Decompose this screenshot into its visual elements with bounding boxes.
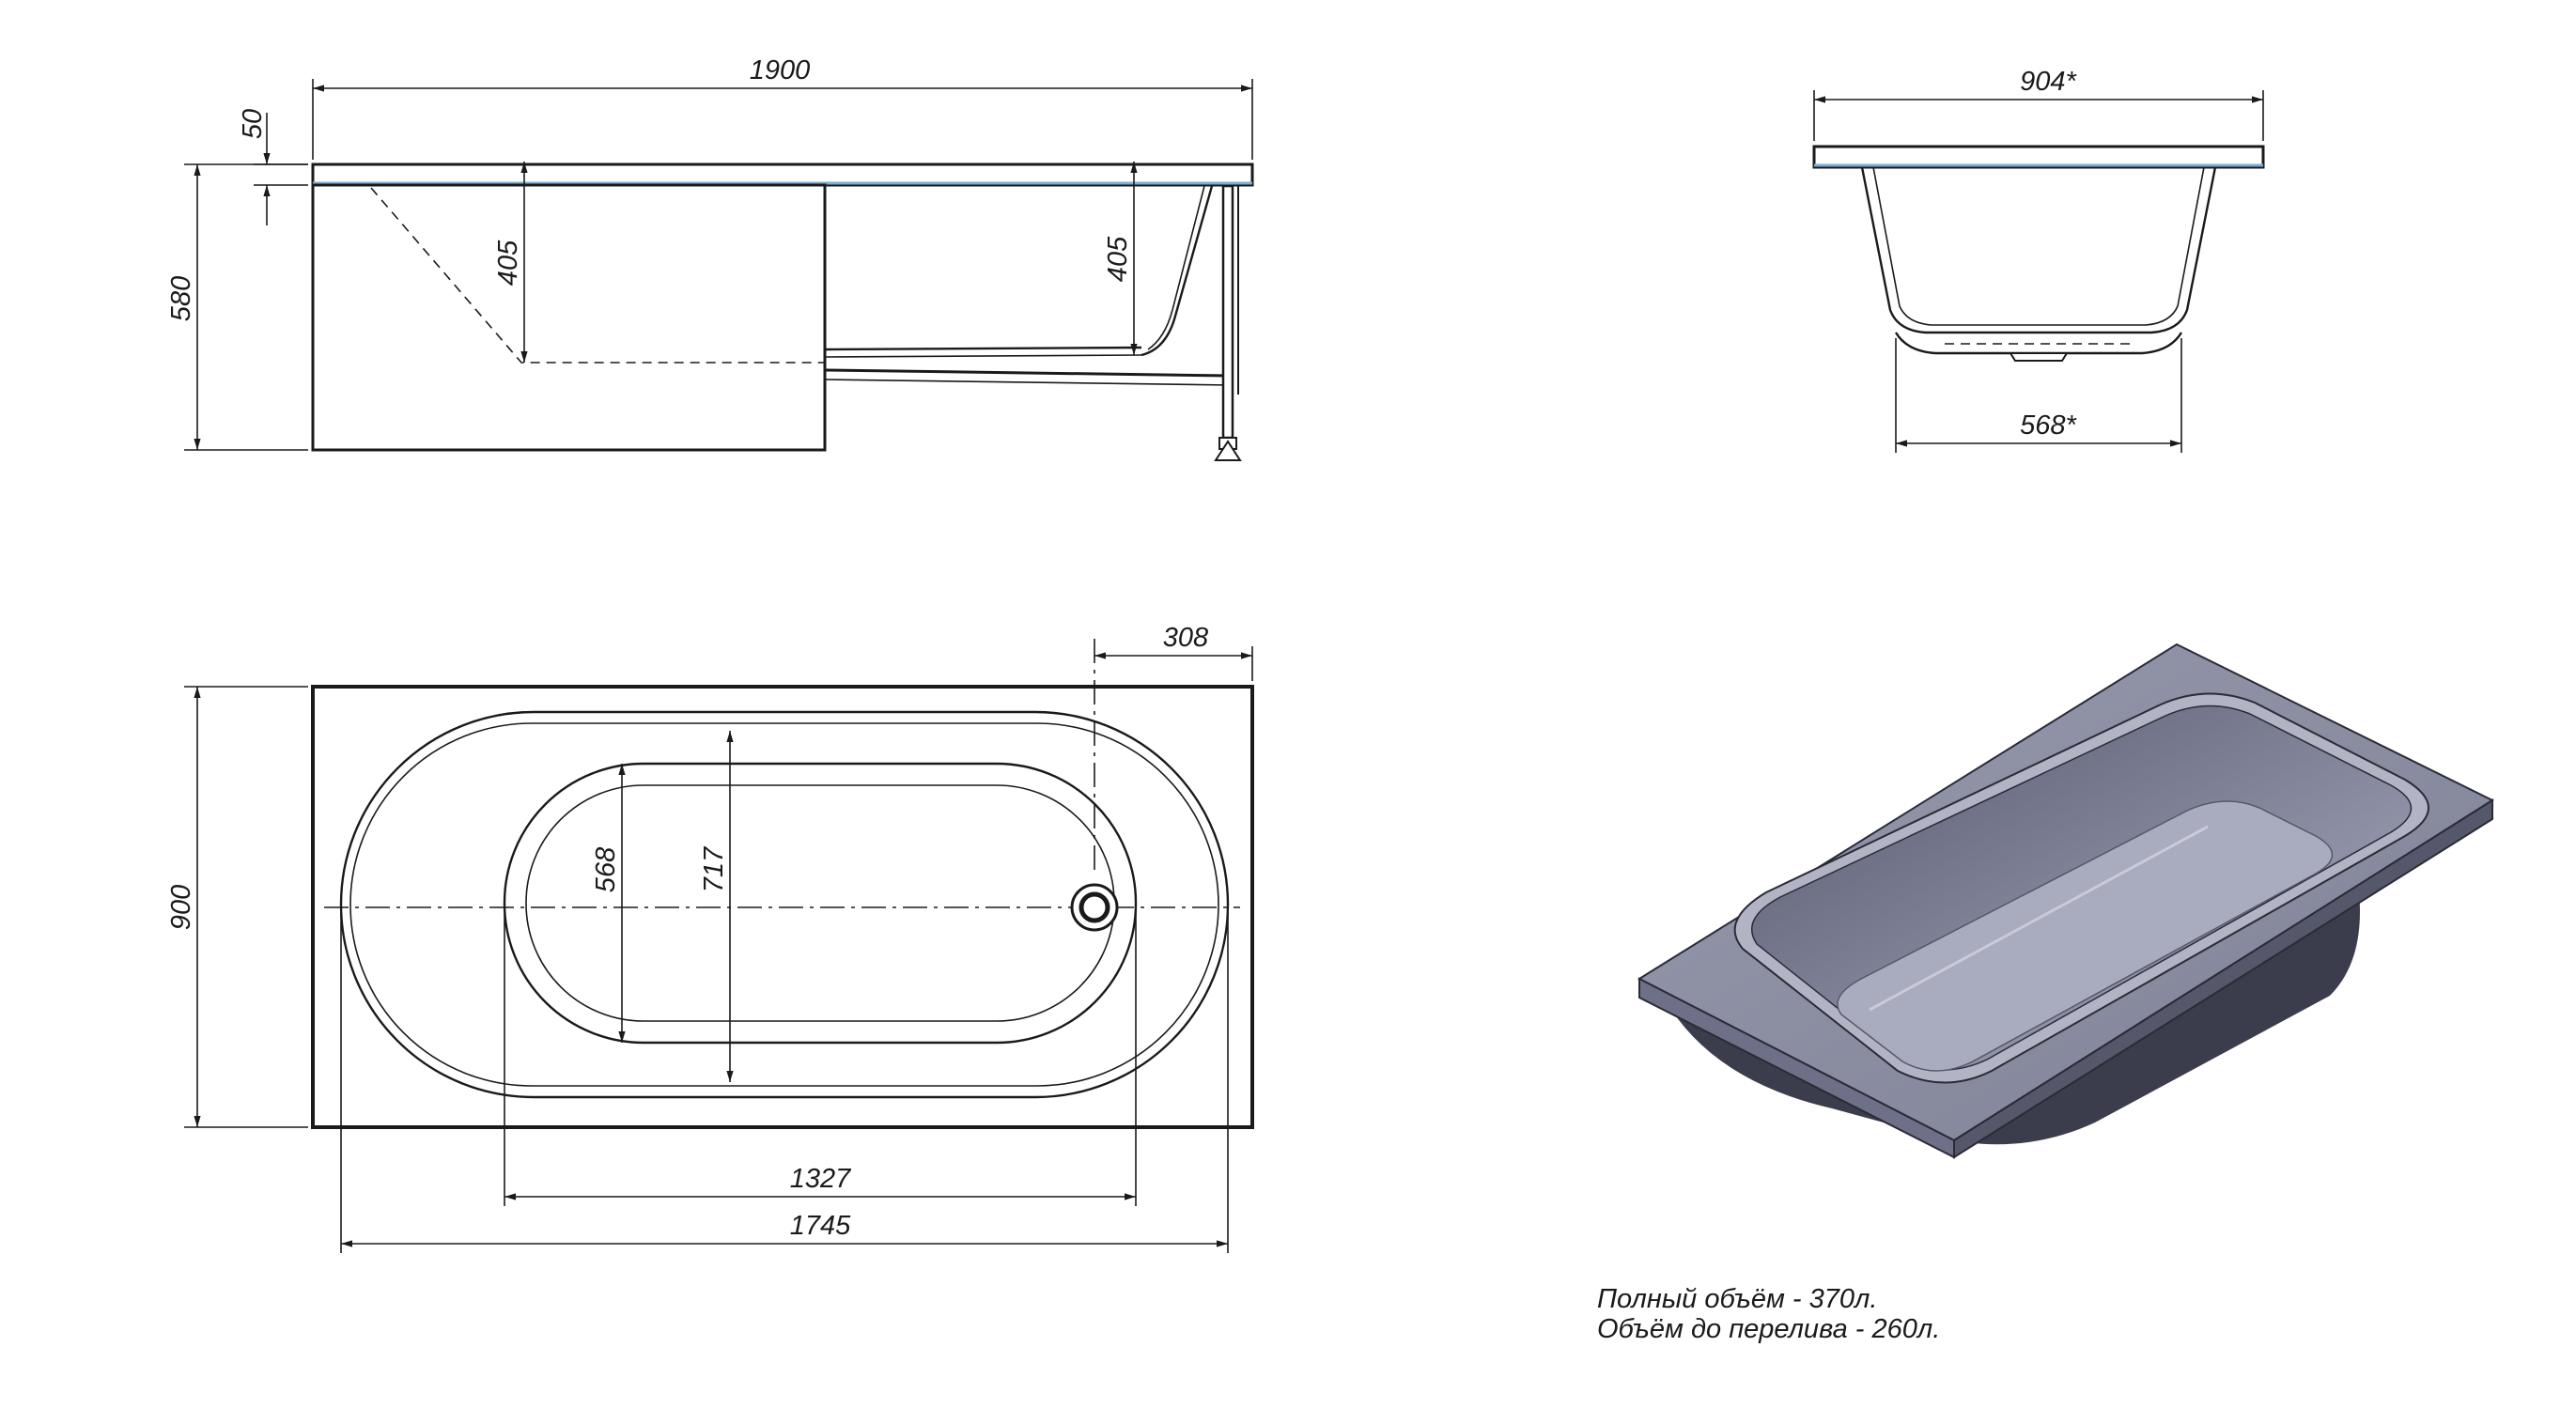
volume-notes: Полный объём - 370л. Объём до перелива -…	[1597, 1284, 1940, 1344]
plan-view: 308 900 568 717 1327 1745	[166, 623, 1254, 1253]
plan-outer-length-label: 1745	[790, 1211, 851, 1241]
side-bowl-bottom-inner	[824, 354, 1142, 358]
plan-inner-bottom-width-label: 568	[591, 847, 621, 892]
side-depth-left-label: 405	[493, 240, 523, 286]
full-volume-note: Полный объём - 370л.	[1597, 1284, 1877, 1314]
plan-width-label: 900	[166, 885, 196, 930]
isometric-view	[1637, 643, 2495, 1159]
plan-bowl-outer	[339, 710, 1230, 1099]
side-hidden-bowl-outline	[370, 187, 825, 364]
side-length-label: 1900	[750, 55, 811, 85]
overflow-volume-note: Объём до перелива - 260л.	[1597, 1314, 1940, 1344]
plan-inner-length-label: 1327	[790, 1164, 852, 1194]
side-rim-label: 50	[238, 109, 268, 139]
plan-drain-inner	[1079, 891, 1110, 923]
plan-bowl-outer-inner	[349, 722, 1219, 1087]
end-bowl-inner	[1872, 166, 2205, 326]
end-rim	[1812, 145, 2265, 169]
plan-bowl-bottom	[503, 762, 1138, 1045]
side-frame-rail	[824, 368, 1232, 378]
end-bowl-outer	[1860, 166, 2217, 334]
end-drain	[2009, 352, 2069, 362]
side-frame-leg	[1221, 184, 1234, 440]
iso-tub-bowl-bottom	[1837, 800, 2334, 1072]
end-bottom-width-label: 568*	[2020, 410, 2077, 441]
end-view: 904* 568*	[1812, 67, 2265, 453]
plan-inner-top-width-label: 717	[699, 845, 729, 892]
end-bowl-base	[1894, 332, 2183, 355]
end-top-width-label: 904*	[2020, 67, 2077, 97]
plan-drain-offset-label: 308	[1163, 623, 1208, 653]
side-depth-right-label: 405	[1103, 236, 1133, 282]
iso-tub-rim-edge-right	[1953, 798, 2493, 1159]
side-frame-rail-lower	[824, 379, 1232, 386]
side-bowl-right-wall	[1141, 185, 1214, 357]
side-bowl-right-wall-inner	[1147, 185, 1205, 350]
side-view: 1900 50 580 405 405	[166, 55, 1254, 461]
side-height-label: 580	[166, 276, 196, 321]
side-bowl-bottom	[824, 346, 1142, 351]
side-foot-base	[1214, 440, 1242, 461]
side-apron-panel	[311, 183, 827, 452]
